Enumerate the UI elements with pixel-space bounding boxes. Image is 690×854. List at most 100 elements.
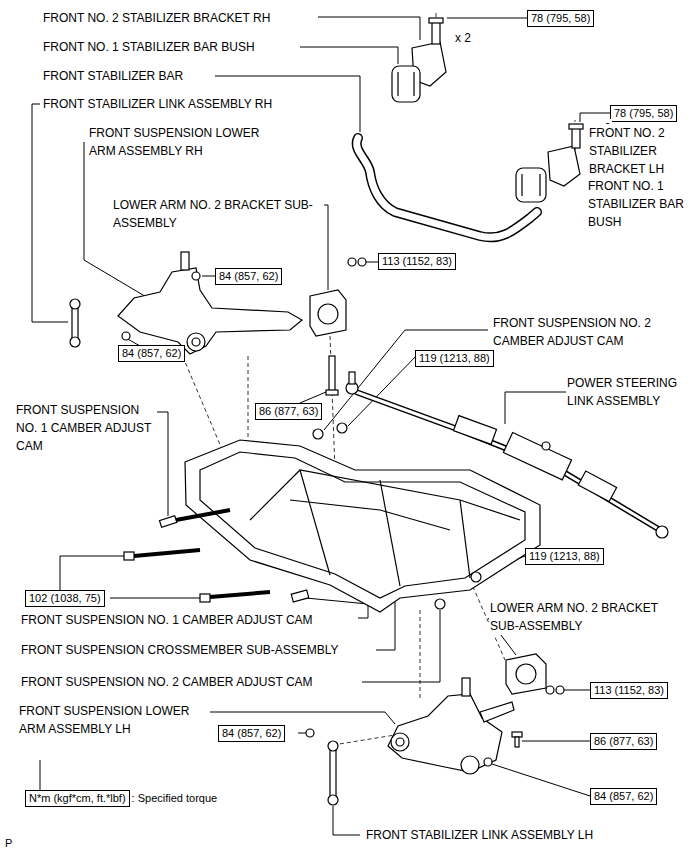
leader-line	[366, 262, 378, 263]
torque-value: 119 (1213, 88)	[415, 350, 494, 367]
crossmember-rib	[250, 470, 520, 586]
lower-arm-bush	[192, 338, 200, 346]
nut	[556, 686, 564, 694]
torque-box: 86 (877, 63)	[590, 733, 657, 750]
torque-box: 119 (1213, 88)	[415, 350, 494, 367]
leader-line	[200, 712, 395, 724]
part-label: FRONT NO. 1 STABILIZER BAR BUSH	[587, 177, 685, 231]
ball-joint-stud	[462, 678, 470, 696]
torque-box: 86 (877, 63)	[255, 403, 322, 420]
stabilizer-bush	[398, 72, 414, 96]
ball-joint	[461, 756, 479, 774]
nut	[542, 442, 550, 450]
nut	[192, 272, 200, 280]
lower-arm	[118, 268, 302, 354]
torque-value: 119 (1213, 88)	[525, 548, 604, 565]
part-label: x 2	[454, 29, 472, 47]
part-label: FRONT STABILIZER BAR	[42, 67, 184, 85]
part-label: FRONT STABILIZER LINK ASSEMBLY RH	[42, 95, 273, 113]
bolt	[515, 737, 519, 747]
leader-line	[318, 17, 420, 40]
part-label: P	[4, 834, 13, 852]
bolt	[176, 510, 230, 520]
torque-value: 84 (857, 62)	[218, 725, 285, 742]
part-label: POWER STEERING LINK ASSEMBLY	[566, 374, 686, 410]
steering-gear	[503, 433, 571, 480]
washer	[546, 686, 554, 694]
part-label: FRONT SUSPENSION NO. 1 CAMBER ADJUST CAM	[20, 611, 314, 629]
stabilizer-link	[328, 795, 338, 805]
torque-value: 102 (1038, 75)	[25, 590, 105, 607]
bolt	[429, 18, 443, 23]
bolt	[210, 592, 270, 597]
stabilizer-bush	[392, 66, 420, 102]
torque-value: 113 (1152, 83)	[378, 253, 456, 270]
ball-joint-stud	[181, 252, 189, 270]
torque-box: 78 (795, 58)	[527, 10, 594, 27]
part-label: FRONT NO. 1 STABILIZER BAR BUSH	[42, 38, 256, 56]
lower-arm-bush	[396, 738, 404, 746]
camber-cam	[313, 429, 323, 439]
crossmember-rib	[290, 500, 450, 530]
part-label: FRONT SUSPENSION LOWER ARM ASSEMBLY LH	[18, 702, 210, 738]
alignment-line	[420, 610, 421, 700]
steering-rack	[356, 392, 660, 530]
crossmember	[200, 452, 525, 598]
leader-line	[362, 610, 440, 682]
bolt	[329, 356, 335, 392]
torque-value: N*m (kgf*cm, ft.*lbf)	[25, 790, 130, 807]
nut	[306, 729, 314, 737]
part-label: LOWER ARM NO. 2 BRACKET SUB-ASSEMBLY	[489, 599, 686, 635]
stabilizer-bush	[516, 168, 546, 202]
part-label: FRONT SUSPENSION NO. 1 CAMBER ADJUST CAM	[15, 401, 157, 455]
part-label: FRONT SUSPENSION NO. 2 CAMBER ADJUST CAM	[20, 673, 314, 691]
lower-arm-bracket	[506, 654, 546, 694]
bolt	[134, 550, 200, 556]
lower-arm	[480, 702, 514, 722]
part-label: FRONT NO. 2 STABILIZER BRACKET RH	[42, 9, 271, 27]
torque-box: 113 (1152, 83)	[378, 253, 456, 270]
leader-line	[110, 598, 200, 599]
alignment-line	[330, 336, 335, 470]
legend-box: N*m (kgf*cm, ft.*lbf): Specified torque	[25, 790, 217, 807]
leader-line	[40, 760, 41, 790]
bolt	[326, 390, 338, 395]
torque-box: 102 (1038, 75)	[25, 590, 105, 607]
stabilizer-bracket	[548, 146, 580, 186]
part-label: FRONT SUSPENSION CROSSMEMBER SUB-ASSEMBL…	[20, 641, 340, 659]
steering-boot	[453, 416, 496, 445]
lower-arm-bracket	[310, 290, 346, 336]
tie-rod-end	[349, 372, 355, 384]
lower-arm-bracket	[516, 664, 536, 684]
leader-line	[348, 352, 420, 426]
part-label: FRONT SUSPENSION NO. 2 CAMBER ADJUST CAM	[492, 314, 684, 350]
washer	[348, 258, 356, 266]
stabilizer-bar	[357, 138, 537, 237]
torque-box: 84 (857, 62)	[218, 725, 285, 742]
tie-rod-end	[656, 526, 668, 538]
bolt	[124, 552, 134, 560]
nut	[484, 758, 492, 766]
nut	[337, 423, 347, 433]
lower-arm-bracket	[318, 304, 338, 324]
part-label: FRONT SUSPENSION LOWER ARM ASSEMBLY RH	[88, 124, 280, 160]
leader-line	[300, 392, 326, 403]
steering-rack	[356, 392, 660, 530]
torque-box: 113 (1152, 83)	[590, 682, 668, 699]
leader-line	[522, 741, 590, 742]
stabilizer-link	[72, 304, 78, 342]
nut	[471, 572, 481, 582]
torque-value: 84 (857, 62)	[118, 345, 185, 362]
legend-text: : Specified torque	[130, 792, 218, 804]
leader-line	[562, 690, 590, 691]
leader-line	[300, 47, 398, 64]
leader-line	[492, 764, 590, 796]
stabilizer-link	[70, 299, 80, 309]
stabilizer-bar	[357, 138, 537, 237]
alignment-line	[333, 735, 395, 745]
stabilizer-bush	[522, 174, 540, 196]
lower-arm-bush	[187, 333, 205, 351]
bolt	[200, 594, 210, 602]
lower-arm	[388, 694, 502, 772]
torque-box: 119 (1213, 88)	[525, 548, 604, 565]
